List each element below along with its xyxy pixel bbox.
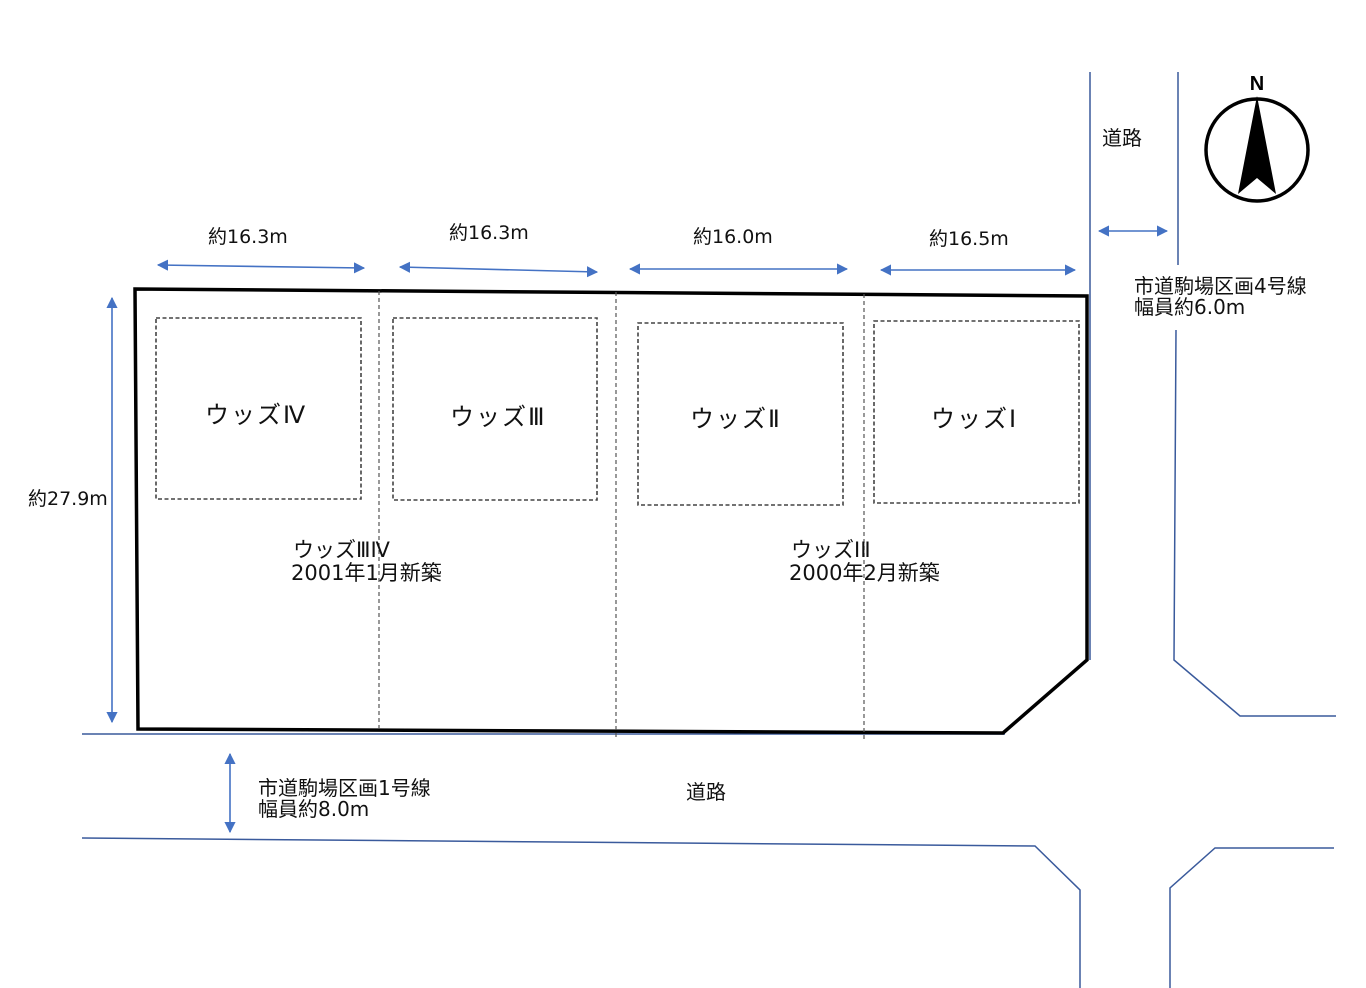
road-lines — [81, 72, 1336, 988]
footprint-woods-2 — [637, 322, 844, 506]
site-boundary — [133, 287, 1089, 735]
width-label-2: 約16.3m — [449, 222, 529, 244]
south-road-south-edge — [81, 837, 1081, 988]
building-label-woods-2: ウッズⅡ — [690, 405, 782, 433]
east-road-name: 市道駒場区画4号線 — [1134, 274, 1307, 298]
east-road-label: 道路 — [1102, 126, 1142, 150]
east-road-east-edge-lower — [1173, 329, 1336, 717]
compass-north-label: N — [1250, 73, 1264, 95]
south-road-name: 市道駒場区画1号線 — [258, 776, 431, 800]
north-arrow-icon — [1238, 96, 1276, 194]
footprint-woods-3 — [392, 317, 598, 501]
south-road-label: 道路 — [686, 780, 726, 804]
block-east-caption: ウッズⅠⅡ 2000年2月新築 — [789, 538, 940, 586]
width-arrow-2 — [398, 261, 599, 278]
footprint-woods-4 — [155, 317, 362, 500]
block-west-caption: ウッズⅢⅣ 2001年1月新築 — [291, 538, 442, 586]
south-road-width: 幅員約8.0m — [258, 797, 370, 821]
north-compass: N — [1204, 73, 1310, 203]
building-label-woods-3: ウッズⅢ — [450, 403, 547, 431]
building-footprints — [155, 317, 1080, 506]
east-road-caption: 市道駒場区画4号線 幅員約6.0m — [1134, 276, 1307, 318]
width-label-3: 約16.0m — [693, 226, 773, 248]
width-label-1: 約16.3m — [208, 226, 288, 248]
block-west-built: 2001年1月新築 — [291, 561, 442, 586]
building-label-woods-4: ウッズⅣ — [205, 401, 308, 429]
width-arrow-1 — [156, 259, 366, 274]
block-west-name: ウッズⅢⅣ — [293, 538, 390, 562]
depth-label: 約27.9m — [28, 488, 108, 510]
footprint-woods-1 — [873, 320, 1080, 504]
block-east-built: 2000年2月新築 — [789, 561, 940, 586]
dimension-arrows — [106, 225, 1169, 834]
block-east-name: ウッズⅠⅡ — [791, 538, 871, 562]
lot-dividers — [378, 291, 865, 739]
width-label-4: 約16.5m — [929, 228, 1009, 250]
south-road-caption: 市道駒場区画1号線 幅員約8.0m — [258, 778, 431, 820]
east-road-width: 幅員約6.0m — [1134, 295, 1246, 319]
corner-road-edge — [1169, 847, 1334, 988]
building-label-woods-1: ウッズⅠ — [931, 405, 1019, 433]
